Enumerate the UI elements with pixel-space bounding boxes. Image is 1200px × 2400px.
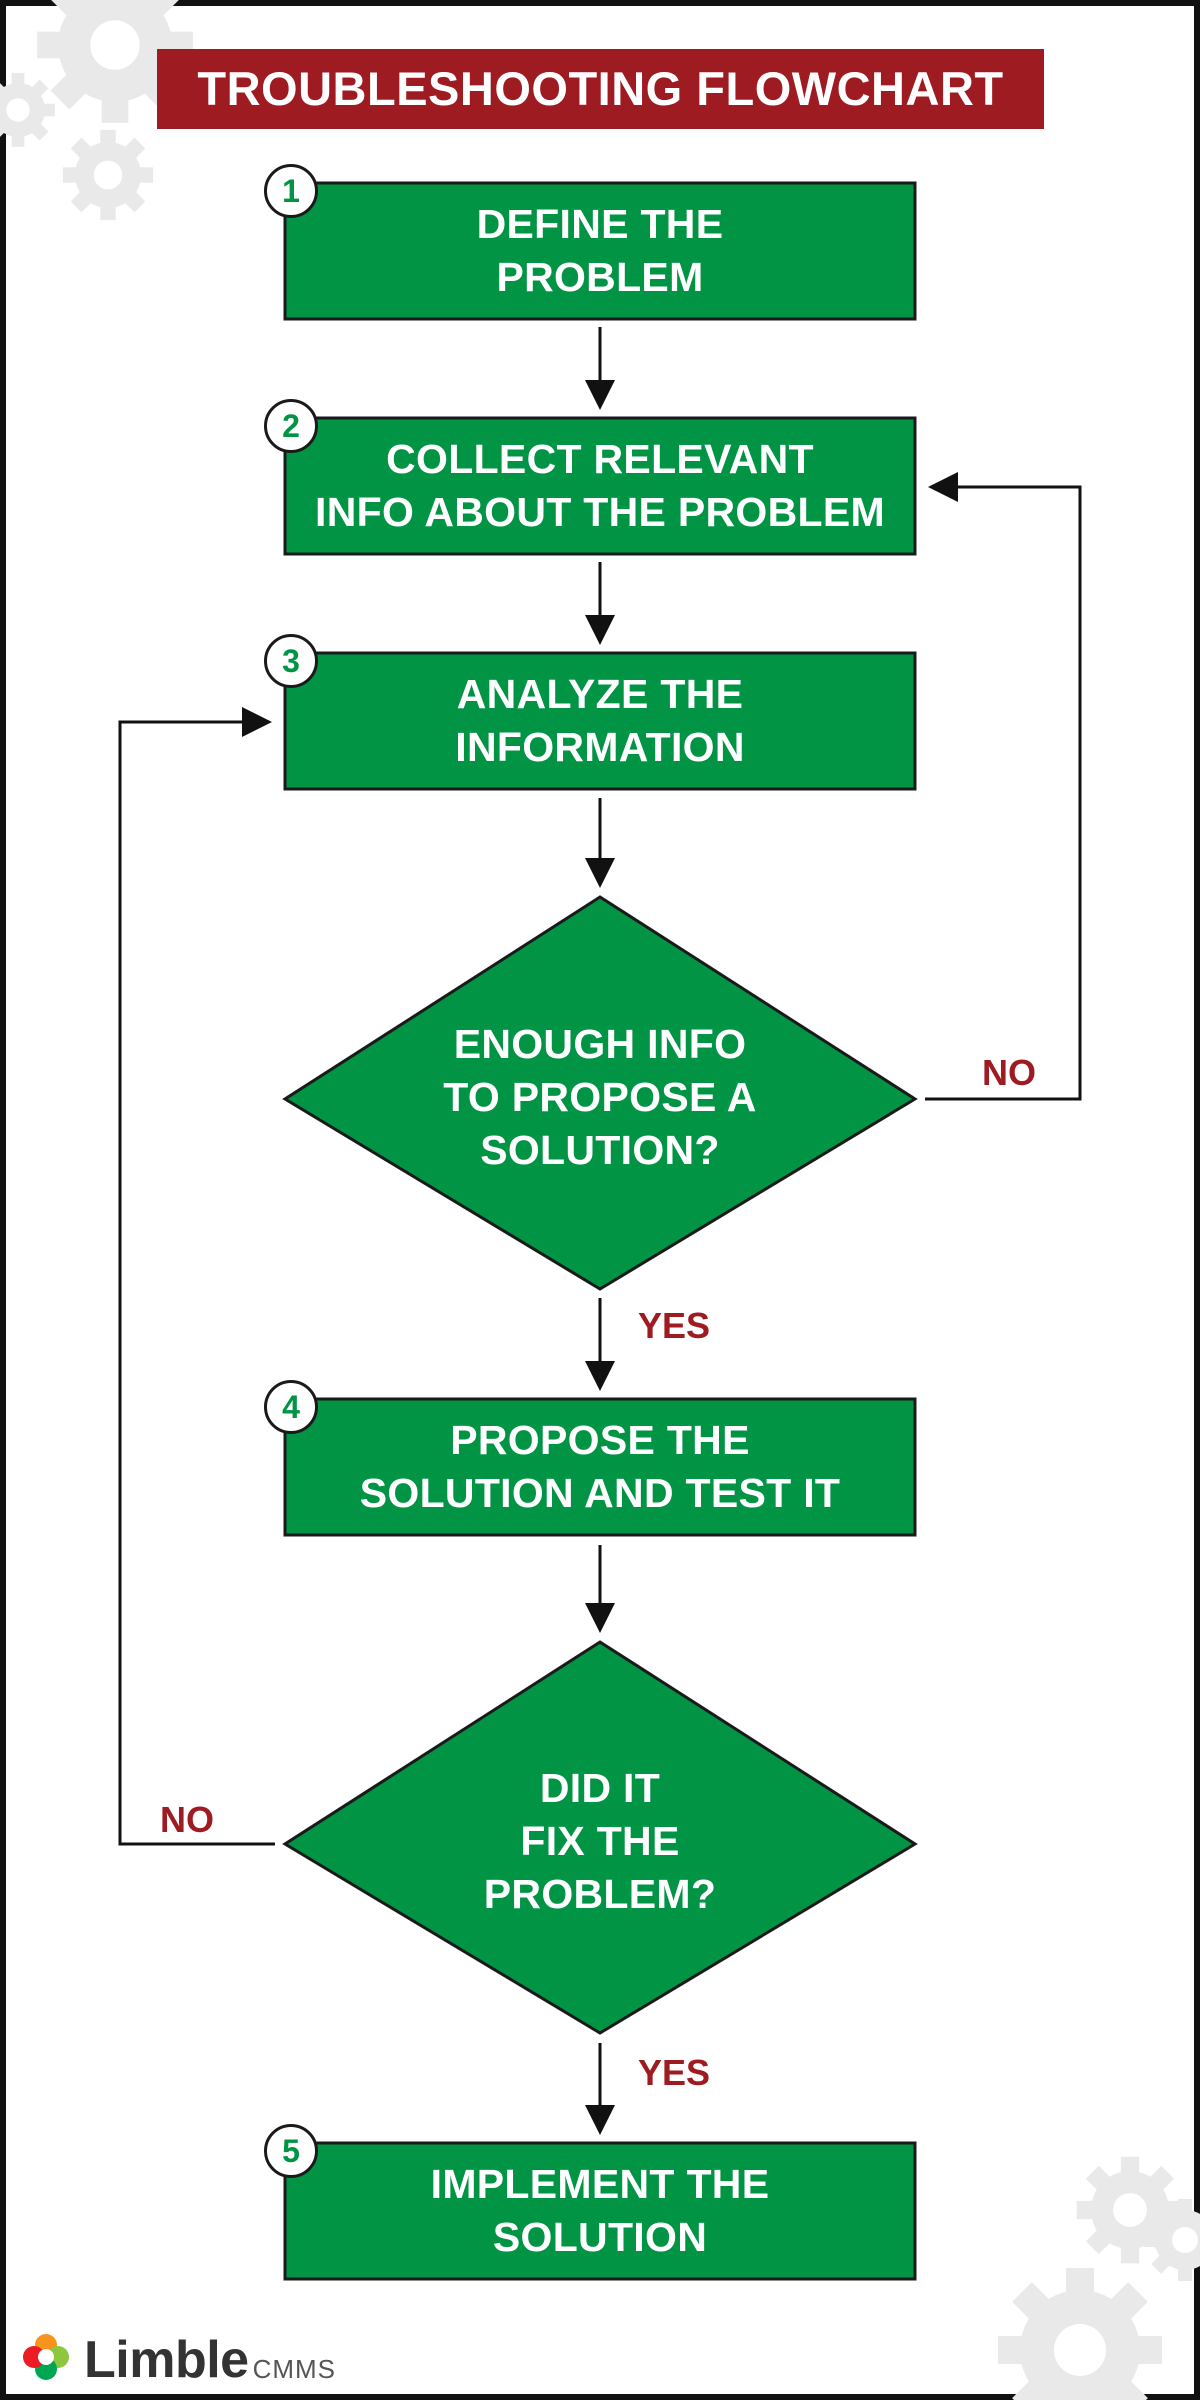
step-4-label: PROPOSE THE SOLUTION AND TEST IT <box>359 1417 841 1516</box>
decision-1-label: ENOUGH INFO TO PROPOSE A SOLUTION? <box>443 1020 757 1173</box>
puzzle-gear-icon <box>23 2334 69 2380</box>
step-1-label: DEFINE THE PROBLEM <box>476 201 724 300</box>
step-2-label: COLLECT RELEVANT INFO ABOUT THE PROBLEM <box>315 436 885 535</box>
step-5-label: IMPLEMENT THE SOLUTION <box>430 2161 770 2260</box>
gear-icon <box>998 2268 1162 2400</box>
decision-2-diamond <box>282 1640 918 2035</box>
decision-1-diamond <box>282 895 918 1291</box>
step-2-box <box>283 416 917 556</box>
step-1-box <box>283 181 917 321</box>
decision-2-label: DID IT FIX THE PROBLEM? <box>483 1764 717 1917</box>
step-2-badge: 2 <box>264 399 318 453</box>
logo-name: Limble <box>84 2331 249 2389</box>
step-1-badge: 1 <box>264 164 318 218</box>
gear-icon <box>0 73 55 147</box>
decision-2-yes-label: YES <box>638 2052 711 2093</box>
step-5-badge: 5 <box>264 2124 318 2178</box>
step-3-box <box>283 651 917 791</box>
decision-1-no-label: NO <box>982 1052 1036 1093</box>
decision-1-yes-label: YES <box>638 1305 711 1346</box>
brand-logo: Limble CMMS <box>22 2330 336 2390</box>
arrow-decision1-no-loop <box>925 485 1082 1101</box>
decision-2-no-label: NO <box>160 1799 214 1840</box>
step-3-badge: 3 <box>264 634 318 688</box>
page-title: TROUBLESHOOTING FLOWCHART <box>157 49 1044 129</box>
logo-suffix: CMMS <box>252 2353 337 2384</box>
arrow-decision2-no-loop <box>118 720 275 1846</box>
step-5-box <box>283 2141 917 2281</box>
step-3-label: ANALYZE THE INFORMATION <box>455 671 745 770</box>
step-4-box <box>283 1397 917 1537</box>
gear-icon <box>62 129 154 221</box>
step-4-badge: 4 <box>264 1380 318 1434</box>
